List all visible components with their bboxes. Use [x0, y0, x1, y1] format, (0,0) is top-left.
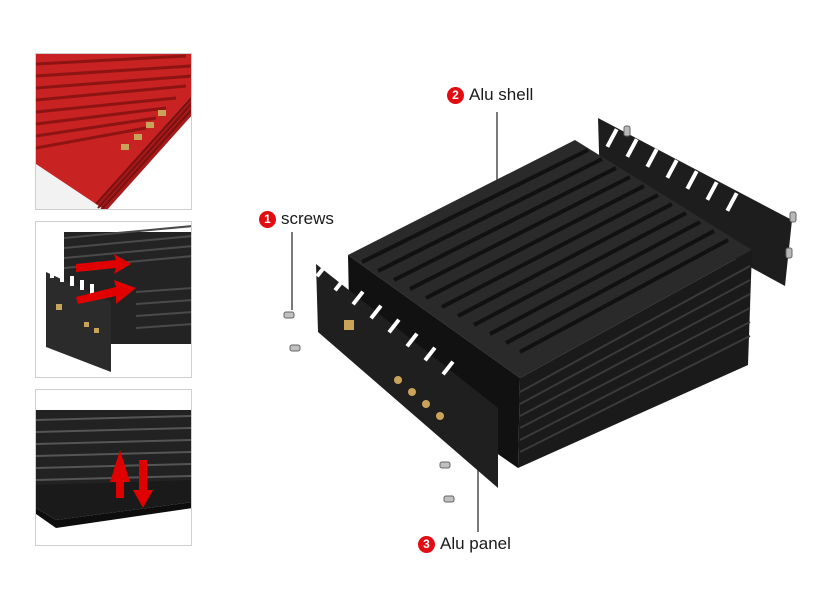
alu-panel-label-text: Alu panel — [440, 534, 511, 553]
badge-2: 2 — [447, 86, 464, 104]
leader-lines — [291, 112, 498, 532]
usb-port — [344, 320, 354, 330]
badge-3: 3 — [418, 535, 435, 553]
back-screws — [623, 125, 797, 259]
red-enclosure-image — [36, 54, 191, 209]
thumbnail-red-enclosure[interactable] — [35, 53, 192, 210]
thumbnail-vertical-assembly[interactable] — [35, 389, 192, 546]
slide-panel-assembly-image — [46, 225, 191, 372]
alu-panel-label: 3 Alu panel — [418, 534, 511, 554]
thumbnail-slide-assembly[interactable] — [35, 221, 192, 378]
badge-1: 1 — [259, 210, 276, 228]
screws-label: 1 screws — [259, 209, 334, 229]
alu-shell-label-text: Alu shell — [469, 85, 534, 104]
back-flange-panel — [598, 118, 792, 286]
alu-panel — [315, 262, 498, 488]
vertical-assembly-image — [36, 410, 191, 528]
front-screws — [283, 311, 455, 503]
alu-shell-label: 2 Alu shell — [447, 85, 533, 105]
screws-label-text: screws — [281, 209, 334, 228]
